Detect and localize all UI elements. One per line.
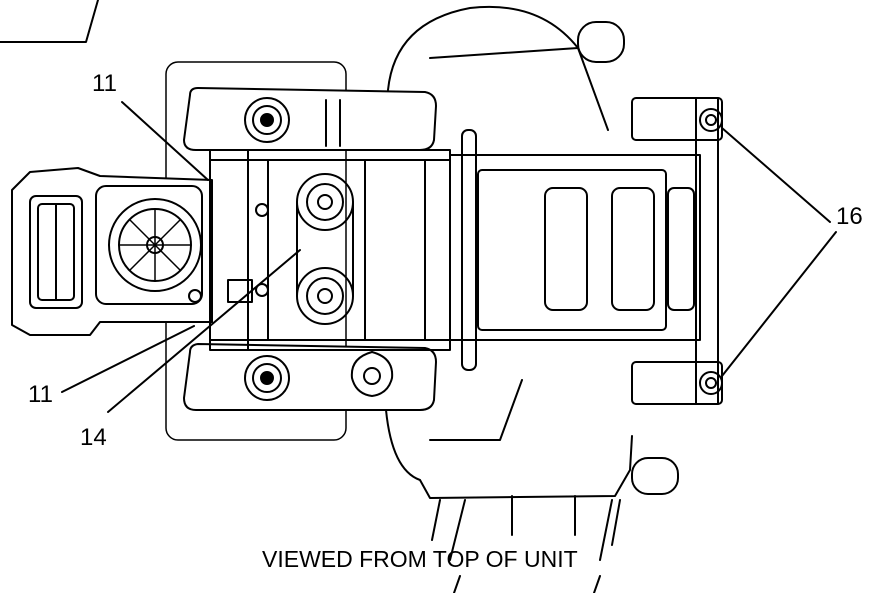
- foot-platform: [449, 129, 701, 371]
- chassis-frame: [209, 149, 451, 351]
- leader-16-top: [721, 127, 831, 223]
- mower-deck: [385, 5, 679, 561]
- callout-14: 14: [80, 424, 107, 451]
- front-casters: [631, 97, 723, 405]
- callout-11-lower: 11: [28, 381, 53, 408]
- upper-fuel-tank: [183, 87, 437, 151]
- leader-16-bottom: [721, 231, 837, 377]
- lower-fragments: [453, 575, 601, 593]
- callout-16: 16: [836, 203, 863, 230]
- leader-lower-11: [61, 325, 195, 393]
- lower-fuel-tank: [183, 343, 437, 411]
- engine: [11, 167, 213, 336]
- callout-11-upper: 11: [92, 70, 117, 97]
- drive-pulleys: [255, 173, 354, 325]
- leader-upper-11: [121, 101, 209, 181]
- leader-14: [107, 249, 301, 413]
- adjacent-view-fragment: [0, 0, 99, 43]
- view-caption: VIEWED FROM TOP OF UNIT: [262, 546, 578, 572]
- leader-lines: [61, 101, 837, 413]
